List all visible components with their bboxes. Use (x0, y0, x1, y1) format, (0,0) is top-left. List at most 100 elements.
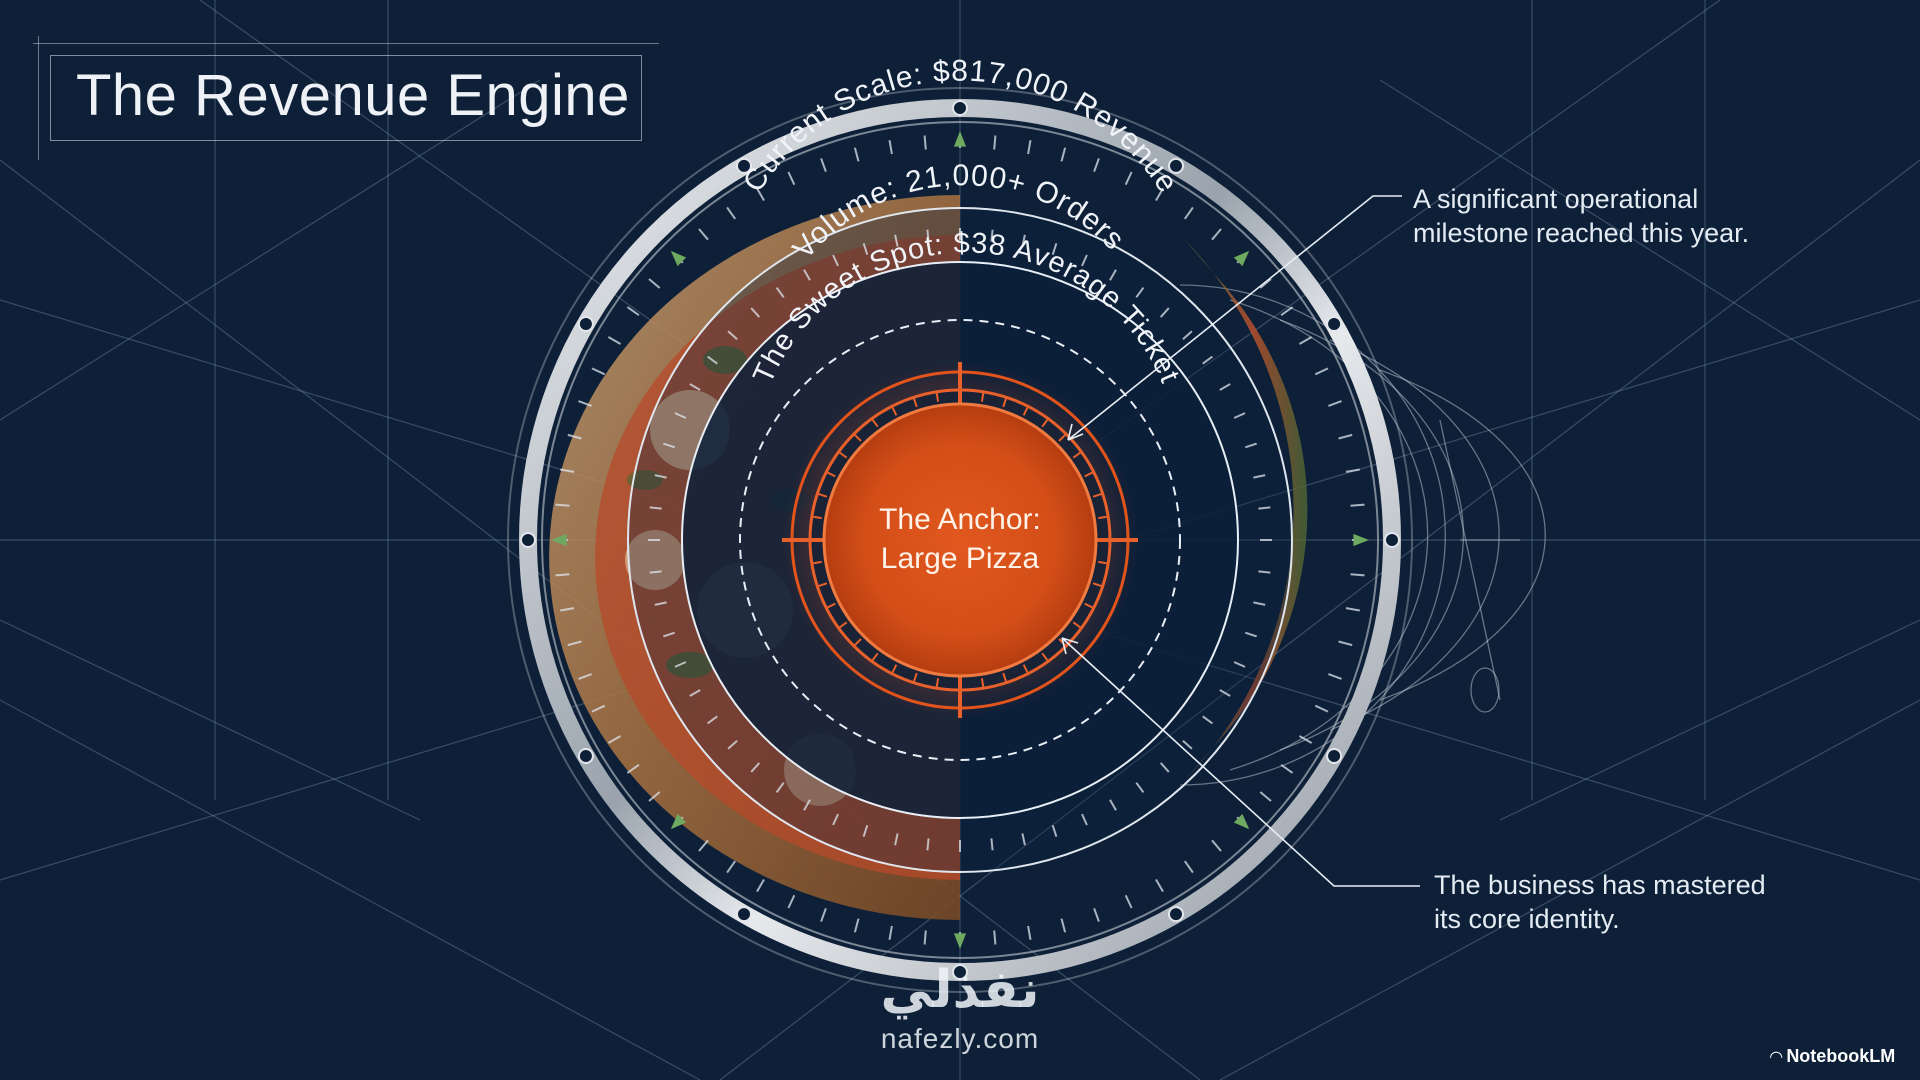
core-tick (980, 391, 985, 402)
tick-mark (689, 383, 701, 391)
tick-mark (820, 908, 827, 922)
core-tick (1022, 405, 1029, 416)
core-tick (1098, 515, 1109, 520)
tick-mark (1027, 925, 1032, 940)
tick-mark (803, 799, 811, 811)
core-tick (1072, 621, 1082, 630)
tick-mark (894, 833, 899, 846)
core-tick (912, 672, 918, 684)
watermark-url: nafezly.com (880, 1023, 1040, 1054)
rim-bolt (577, 316, 594, 332)
tick-mark (1109, 269, 1117, 281)
tick-mark (1338, 640, 1353, 647)
tick-mark (698, 839, 709, 852)
tick-mark (1345, 607, 1360, 612)
core-tick (891, 405, 898, 416)
green-arrow (551, 533, 567, 547)
tick-mark (1183, 860, 1194, 874)
grid-line (1499, 619, 1920, 821)
tick-mark (1109, 799, 1117, 811)
tick-mark (1021, 833, 1026, 846)
rim-bolt (736, 906, 752, 923)
tick-mark (990, 229, 994, 242)
tick-mark (1027, 140, 1032, 155)
core-tick (870, 652, 879, 662)
watermark-script: نفذلي (880, 960, 1040, 1020)
core-tick-marks (782, 362, 1138, 718)
tick-mark (894, 234, 899, 247)
annotation-top-line2: milestone reached this year. (1413, 218, 1750, 248)
tick-mark (626, 763, 640, 774)
core-tick (935, 391, 940, 402)
tick-mark (1233, 412, 1246, 419)
tick-mark (591, 704, 606, 713)
tick-mark (707, 355, 718, 365)
tick-mark (1051, 242, 1058, 256)
tick-mark (775, 287, 785, 298)
core-tick (811, 560, 822, 565)
tick-mark (1219, 689, 1231, 697)
tick-mark (1155, 878, 1164, 893)
brand-name: NotebookLM (1786, 1046, 1896, 1066)
tick-mark (1182, 330, 1193, 341)
title-frame (33, 36, 659, 160)
tick-mark (1159, 762, 1170, 773)
rim-bolts (520, 100, 1400, 980)
core-tick (912, 396, 918, 408)
rim-bolt (520, 532, 536, 548)
leader-line-top (1067, 195, 1402, 441)
tick-mark (1259, 791, 1272, 802)
tick-mark (803, 269, 811, 281)
core-tick (1002, 396, 1008, 408)
green-arrow (670, 250, 687, 267)
grid-line (1379, 79, 1920, 421)
brand-badge: ◠NotebookLM (1770, 1046, 1895, 1067)
tick-mark (1219, 383, 1231, 391)
tick-mark (662, 631, 676, 638)
tick-mark (1244, 631, 1258, 638)
green-arrow (1233, 813, 1250, 830)
tick-mark (1081, 813, 1088, 826)
tick-mark (888, 925, 893, 940)
tick-mark (707, 715, 718, 725)
notebook-logo-icon: ◠ (1770, 1049, 1783, 1066)
tick-mark (649, 570, 662, 574)
rim-bolt (1384, 532, 1400, 548)
core-tick (825, 602, 836, 609)
annotation-top: A significant operational milestone reac… (1413, 182, 1749, 250)
tick-mark (1258, 506, 1271, 510)
annotation-bottom: The business has mastered its core ident… (1434, 868, 1766, 936)
rim-bolt (1168, 157, 1184, 174)
tick-mark (1328, 400, 1342, 407)
tick-mark (756, 878, 765, 893)
green-arrow (1353, 533, 1369, 547)
tick-mark (756, 187, 765, 202)
tick-mark (1259, 278, 1272, 289)
leader-line-bottom (1061, 637, 1420, 887)
tick-mark (654, 601, 667, 606)
center-label: The Anchor: Large Pizza (840, 500, 1080, 578)
tick-mark (1060, 147, 1067, 162)
tick-mark (591, 367, 606, 376)
annotation-top-line1: A significant operational (1413, 184, 1699, 214)
tick-mark (1253, 601, 1266, 606)
page-title: The Revenue Engine (76, 63, 630, 128)
tick-mark (727, 739, 738, 750)
green-arrow (1233, 250, 1250, 267)
center-label-line1: The Anchor: (879, 503, 1041, 536)
tick-mark (1345, 468, 1360, 473)
rim-bolt (1326, 316, 1343, 332)
tick-mark (607, 735, 622, 744)
tick-mark (648, 278, 661, 289)
tick-mark (1280, 763, 1294, 774)
tick-mark (750, 307, 761, 318)
tick-mark (560, 607, 575, 612)
tick-mark (567, 433, 582, 440)
tick-mark (1021, 234, 1026, 247)
tick-mark (1183, 206, 1194, 220)
tick-mark (1051, 824, 1058, 838)
tick-mark (1182, 739, 1193, 750)
core-tick (816, 582, 828, 588)
tick-mark (1350, 503, 1365, 507)
